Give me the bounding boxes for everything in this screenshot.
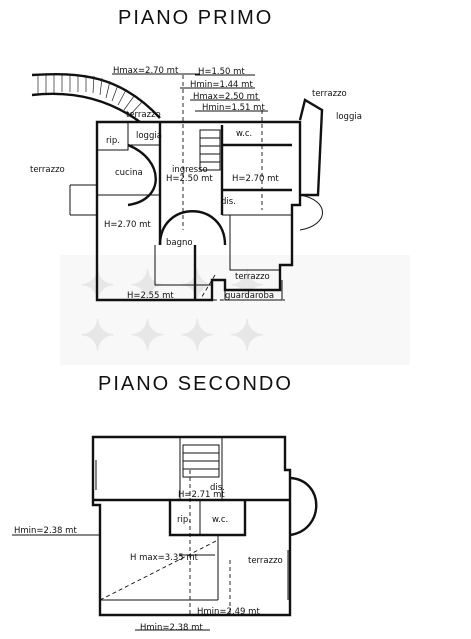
label-hmin-144: Hmin=1.44 mt	[190, 80, 253, 90]
label-dis-2: dis.	[210, 483, 225, 493]
label-h-dis-2: H=2.71 mt	[178, 490, 225, 500]
label-terrazzo-top: terrazzo	[126, 110, 161, 120]
label-bagno: bagno	[166, 238, 193, 248]
label-hmin-left: Hmin=2.38 mt	[14, 526, 77, 536]
label-h-ingresso: H=2.50 mt	[166, 174, 213, 184]
primo-walls	[69, 75, 324, 302]
secondo-dimension-lines	[12, 534, 265, 631]
label-loggia-left: loggia	[136, 131, 162, 141]
exterior-staircase	[31, 72, 161, 123]
label-hmax-top: Hmax=2.70 mt	[113, 66, 179, 76]
label-h-150: H=1.50 mt	[198, 67, 245, 77]
label-hmin-249: Hmin=2.49 mt	[197, 607, 260, 617]
label-hmin-151: Hmin=1.51 mt	[202, 103, 265, 113]
label-h-right: H=2.70 mt	[232, 174, 279, 184]
label-terrazzo-bottom: terrazzo	[235, 272, 270, 282]
label-hmin-bottom: Hmin=2.38 mt	[140, 623, 203, 633]
label-terrazzo-2: terrazzo	[248, 556, 283, 566]
label-rip-2: rip.	[177, 515, 191, 525]
label-terrazzo-right: terrazzo	[312, 89, 347, 99]
label-rip: rip.	[106, 136, 120, 146]
floor-title-secondo: PIANO SECONDO	[98, 373, 293, 395]
svg-text:✦ ✦ ✦ ✦: ✦ ✦ ✦ ✦	[80, 311, 265, 360]
label-h-left: H=2.70 mt	[104, 220, 151, 230]
label-ingresso: ingresso	[172, 165, 208, 175]
label-loggia-right: loggia	[336, 112, 362, 122]
primo-dimension-lines	[112, 73, 268, 301]
label-cucina: cucina	[115, 168, 143, 178]
label-hmax-center: H max=3.35 mt	[130, 553, 199, 563]
secondo-walls	[91, 435, 318, 617]
label-dis: dis.	[221, 197, 236, 207]
label-wc-2: w.c.	[212, 515, 228, 525]
label-terrazzo-left: terrazzo	[30, 165, 65, 175]
label-guardaroba: guardaroba	[225, 291, 274, 301]
label-wc: w.c.	[236, 129, 252, 139]
label-hmax-250: Hmax=2.50 mt	[193, 92, 259, 102]
floor-title-primo: PIANO PRIMO	[118, 7, 273, 29]
label-h-bottom: H=2.55 mt	[127, 291, 174, 301]
